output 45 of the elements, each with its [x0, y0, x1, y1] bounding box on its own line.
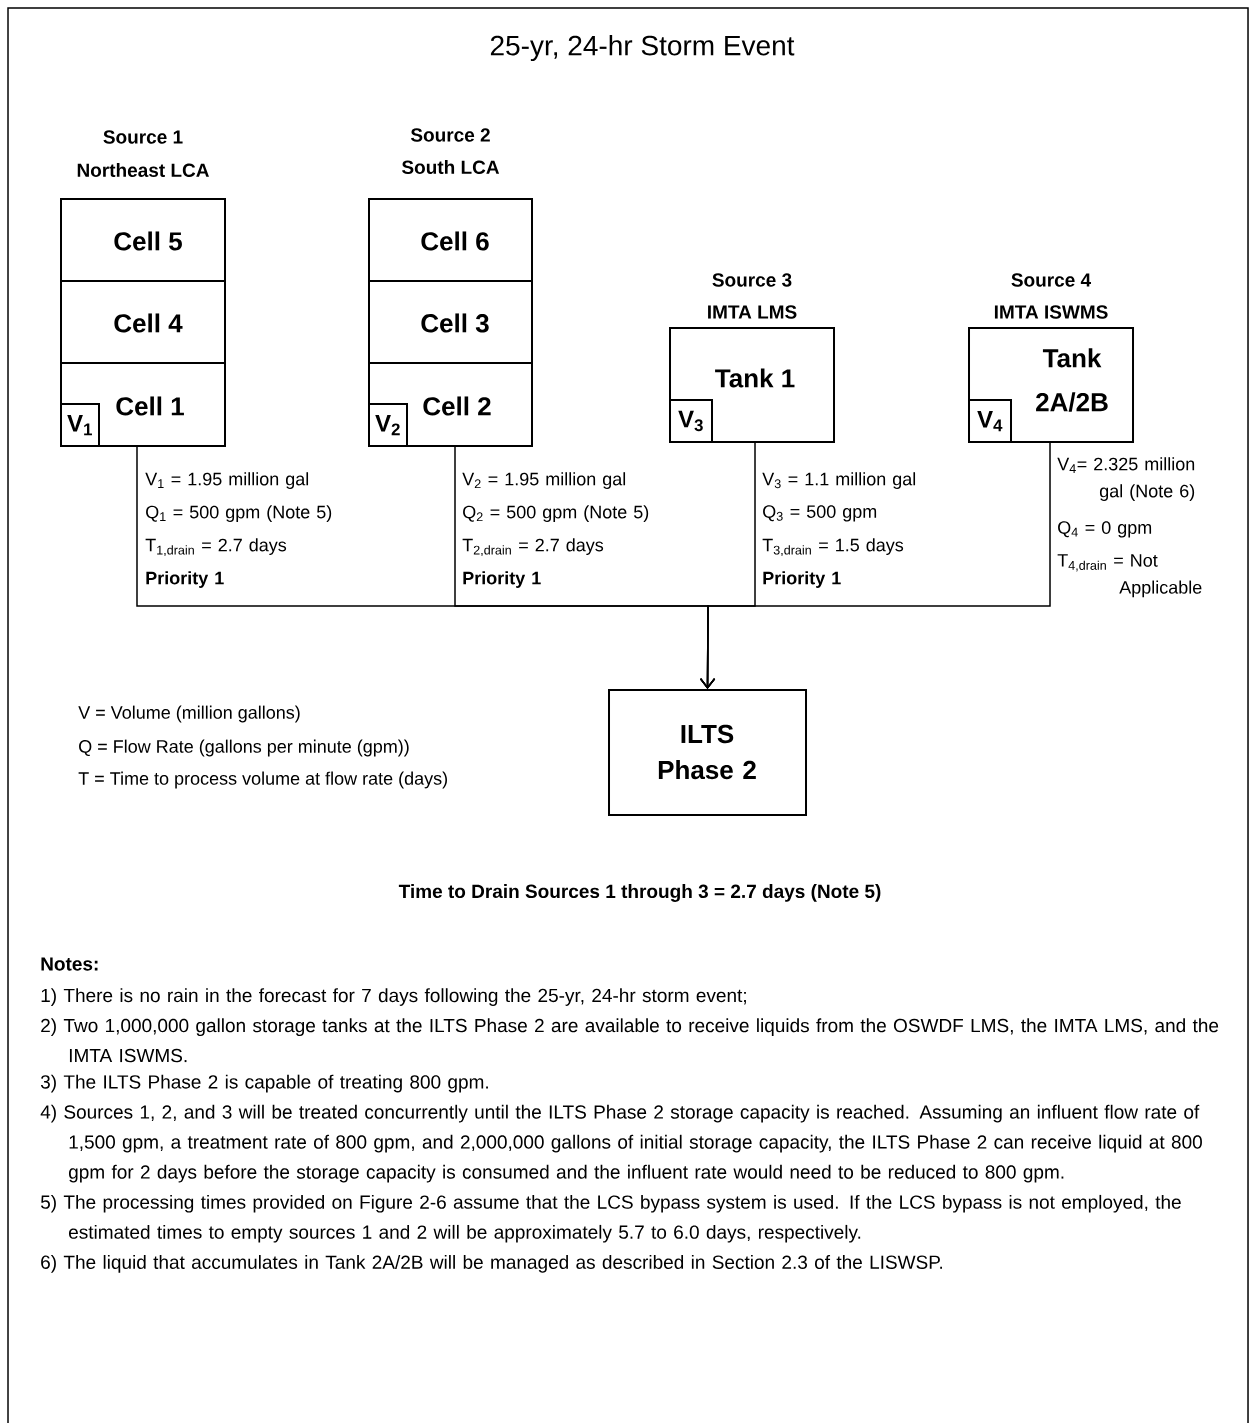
- source-heading: Source 4: [1011, 273, 1091, 287]
- volume-box: V$_{1}$: [60, 403, 100, 447]
- volume-box: V$_{3}$: [669, 399, 713, 443]
- treatment-plant-box: ILTS Phase 2: [608, 689, 807, 816]
- data-text: V$_{1}$ = 1.95 million gal: [145, 472, 309, 489]
- data-text: V$_{4}$= 2.325 million gal (Note 6): [1057, 457, 1195, 501]
- source-heading: Source 2: [410, 128, 490, 142]
- volume-box: V$_{4}$: [968, 399, 1012, 443]
- source-heading: IMTA LMS: [708, 305, 797, 319]
- data-text: Q$_{1}$ = 500 gpm (Note 5): [146, 505, 332, 522]
- data-text: Q$_{2}$ = 500 gpm (Note 5): [463, 505, 649, 522]
- data-text: Q$_{4}$ = 0 gpm: [1058, 521, 1152, 538]
- source-heading: Source 1: [103, 130, 183, 144]
- cell-box: Cell 3: [368, 280, 533, 364]
- volume-box: V$_{2}$: [368, 403, 408, 447]
- source-heading: Northeast LCA: [77, 163, 209, 177]
- note-text: 6) The liquid that accumulates in Tank 2A/2B will be managed as described in Section 2.3 of the LISWSP.: [41, 1255, 942, 1273]
- notes-heading: Notes:: [41, 957, 98, 971]
- definition-text: V = Volume (million gallons): [78, 705, 300, 723]
- source-heading: IMTA ISWMS: [994, 305, 1108, 319]
- definition-text: Q = Flow Rate (gallons per minute (gpm)): [79, 739, 409, 757]
- title: 25-yr, 24-hr Storm Event: [490, 34, 795, 62]
- data-text: Priority 1: [763, 571, 841, 588]
- data-text: V$_{2}$ = 1.95 million gal: [462, 472, 626, 489]
- cell-box: Cell 5: [60, 198, 226, 282]
- summary-text: Time to Drain Sources 1 through 3 = 2.7 days (Note 5): [398, 884, 881, 902]
- note-text: 4) Sources 1, 2, and 3 will be treated concurrently until the ILTS Phase 2 storage capacity is reached. Assuming an influent flow rate of 1,500 gpm, a treatment rate of 800 gpm, and 2,000,000 gallons of initial storage capacity, the ILTS Phase 2 can receive liquid at 800 gpm for 2 days before the storage capacity is consumed and the influent rate would need to be reduced to 800 gpm.: [40, 1104, 1202, 1183]
- data-text: T$_{3,drain}$ = 1.5 days: [762, 538, 904, 557]
- data-text: Priority 1: [463, 571, 541, 588]
- data-text: T$_{4,drain}$ = Not Applicable: [1057, 554, 1202, 598]
- definition-text: T = Time to process volume at flow rate (days): [78, 771, 447, 789]
- data-text: T$_{1,drain}$ = 2.7 days: [145, 538, 287, 557]
- data-text: Q$_{3}$ = 500 gpm: [763, 505, 877, 522]
- data-text: Priority 1: [146, 571, 224, 588]
- note-text: 3) The ILTS Phase 2 is capable of treating 800 gpm.: [40, 1074, 488, 1093]
- cell-box: Cell 4: [60, 280, 226, 364]
- data-text: T$_{2,drain}$ = 2.7 days: [462, 538, 604, 557]
- source-heading: South LCA: [402, 160, 500, 174]
- note-text: 5) The processing times provided on Figure 2-6 assume that the LCS bypass system is used. If the LCS bypass is not employed, the estimated times to empty sources 1 and 2 will be approximately 5.7 to 6.0 days, respectively.: [40, 1194, 1181, 1243]
- note-text: 1) There is no rain in the forecast for 7 days following the 25-yr, 24-hr storm event;: [41, 988, 746, 1006]
- data-text: V$_{3}$ = 1.1 million gal: [762, 472, 916, 489]
- cell-box: Cell 6: [368, 198, 533, 282]
- source-heading: Source 3: [712, 273, 792, 287]
- arrow: [699, 442, 1051, 689]
- note-text: 2) Two 1,000,000 gallon storage tanks at the ILTS Phase 2 are available to receive liquids from the OSWDF LMS, the IMTA LMS, and the IMTA ISWMS.: [41, 1018, 1219, 1063]
